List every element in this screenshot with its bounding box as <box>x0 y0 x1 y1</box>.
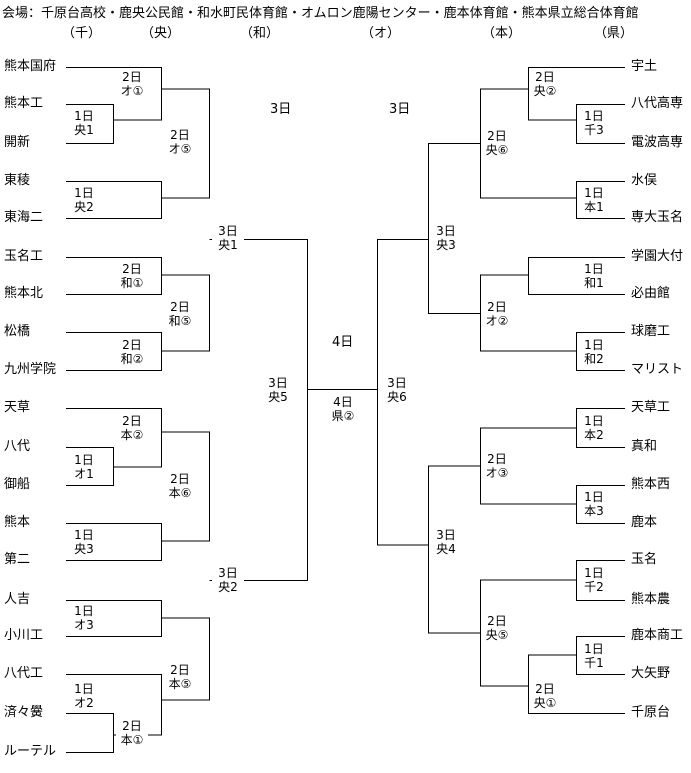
match-label: 2日オ② <box>481 300 513 328</box>
match-label: 1日オ1 <box>68 453 100 481</box>
match-label: 2日オ⑤ <box>164 128 196 156</box>
match-label: 1日千2 <box>578 566 610 594</box>
team-left: 松橋 <box>4 324 31 339</box>
team-left: 玉名工 <box>4 249 44 264</box>
match-label: 1日央1 <box>68 109 100 137</box>
venue-abbr-kamoto: （本） <box>482 26 522 41</box>
team-right: 千原台 <box>631 705 671 720</box>
team-left: 熊本北 <box>4 286 44 301</box>
match-label: 1日央3 <box>68 528 100 556</box>
match-label: 2日和⑤ <box>164 300 196 328</box>
match-label: 2日和② <box>116 338 148 366</box>
team-right: 玉名 <box>631 552 658 567</box>
venue-abbr-kenritsu: （県） <box>594 26 634 41</box>
match-label: 2日央② <box>529 70 561 98</box>
team-left: 第二 <box>4 552 31 567</box>
team-right: マリスト <box>631 362 684 377</box>
team-left: 熊本 <box>4 515 31 530</box>
team-left: 八代工 <box>4 666 44 681</box>
match-label: 3日央4 <box>430 528 462 556</box>
match-label: 2日央① <box>529 682 561 710</box>
day-marker-left: 3日 <box>270 102 292 117</box>
venue-abbr-chihara: （千） <box>62 26 102 41</box>
match-label: 1日本2 <box>578 414 610 442</box>
match-label: 1日千1 <box>578 642 610 670</box>
team-right: 専大玉名 <box>631 210 684 225</box>
match-label: 1日本3 <box>578 490 610 518</box>
team-left: ルーテル <box>4 744 57 759</box>
match-label: 3日央5 <box>262 376 294 404</box>
match-label: 3日央2 <box>212 566 244 594</box>
match-label: 1日和2 <box>578 338 610 366</box>
team-right: 必由館 <box>631 286 671 301</box>
match-label: 2日本① <box>116 719 148 747</box>
team-left: 八代 <box>4 439 31 454</box>
match-label: 2日央⑤ <box>481 614 513 642</box>
match-label: 3日央1 <box>212 224 244 252</box>
team-right: 学園大付 <box>631 249 684 264</box>
day-marker-final: 4日 <box>332 335 354 350</box>
match-label: 1日オ3 <box>68 604 100 632</box>
team-right: 天草工 <box>631 400 671 415</box>
team-right: 球磨工 <box>631 324 671 339</box>
match-label: 1日本1 <box>578 186 610 214</box>
team-left: 東稜 <box>4 173 31 188</box>
venue-header: 会場：千原台高校・鹿央公民館・和水町民体育館・オムロン鹿陽センター・鹿本体育館・… <box>2 6 639 21</box>
match-label: 2日本⑤ <box>164 663 196 691</box>
team-left: 九州学院 <box>4 362 57 377</box>
match-label: 1日央2 <box>68 186 100 214</box>
team-right: 鹿本商工 <box>631 628 684 643</box>
team-left: 御船 <box>4 477 31 492</box>
match-label: 2日オ③ <box>481 452 513 480</box>
team-left: 熊本工 <box>4 96 44 111</box>
match-label: 1日和1 <box>578 262 610 290</box>
team-right: 水俣 <box>631 173 658 188</box>
match-label: 2日オ① <box>116 70 148 98</box>
match-label: 3日央6 <box>381 376 413 404</box>
team-left: 開新 <box>4 135 31 150</box>
team-left: 東海二 <box>4 210 44 225</box>
match-label: 2日和① <box>116 262 148 290</box>
team-right: 真和 <box>631 439 658 454</box>
team-right: 電波高専 <box>631 135 684 150</box>
match-label: 2日本② <box>116 414 148 442</box>
team-right: 熊本西 <box>631 477 671 492</box>
day-marker-right: 3日 <box>389 102 411 117</box>
match-label-final: 4日県② <box>327 395 359 423</box>
team-left: 天草 <box>4 400 31 415</box>
venue-abbr-nagomi: （和） <box>240 26 280 41</box>
venue-abbr-kao: （央） <box>141 26 181 41</box>
team-right: 宇土 <box>631 59 658 74</box>
team-right: 大矢野 <box>631 666 671 681</box>
team-right: 熊本農 <box>631 592 671 607</box>
team-left: 熊本国府 <box>4 59 57 74</box>
team-left: 小川工 <box>4 628 44 643</box>
match-label: 3日央3 <box>430 224 462 252</box>
match-label: 2日央⑥ <box>481 129 513 157</box>
venue-abbr-omron: （オ） <box>361 26 401 41</box>
match-label: 1日千3 <box>578 109 610 137</box>
team-left: 済々黌 <box>4 705 44 720</box>
match-label: 2日本⑥ <box>164 472 196 500</box>
match-label: 1日オ2 <box>68 682 100 710</box>
team-right: 八代高専 <box>631 96 684 111</box>
team-right: 鹿本 <box>631 515 658 530</box>
team-left: 人吉 <box>4 592 31 607</box>
